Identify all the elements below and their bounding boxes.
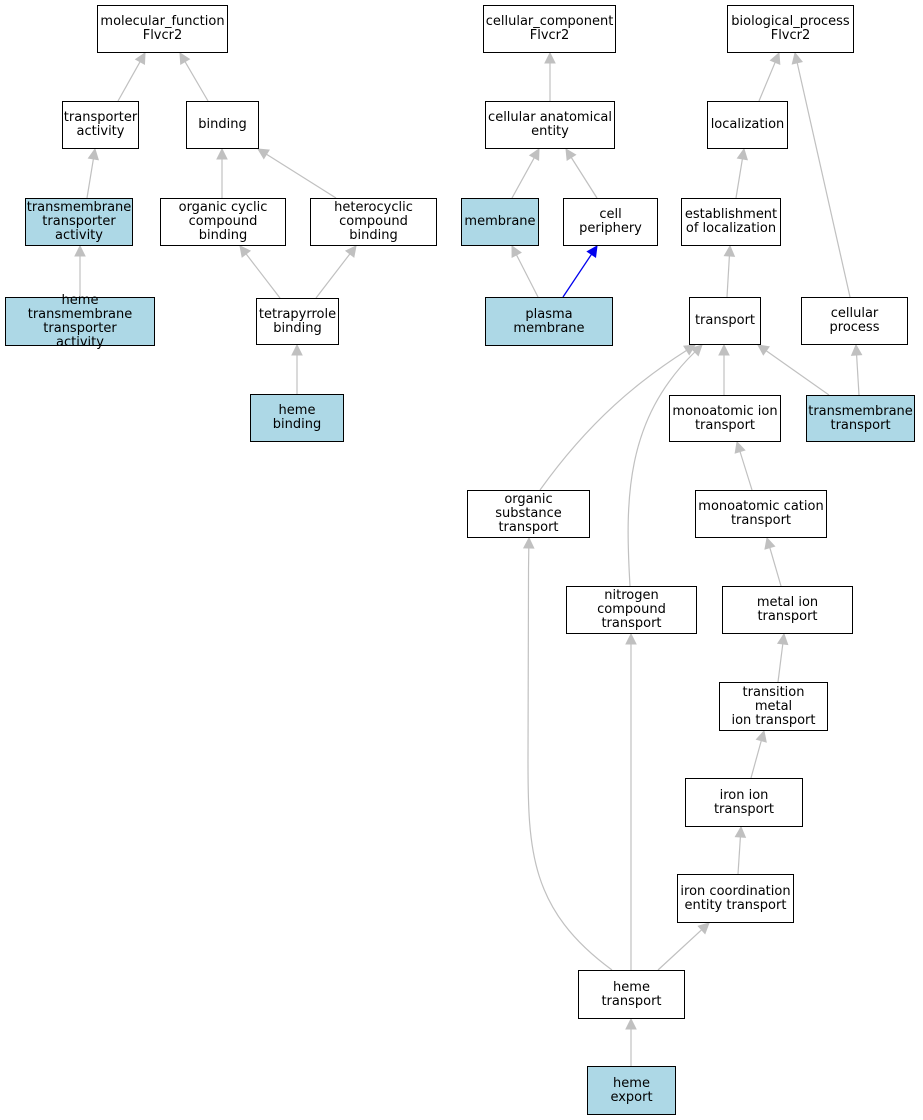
arrowhead-pm-to-cp	[586, 245, 598, 258]
arrowhead-meit-to-mct	[764, 536, 776, 550]
arrowhead-htta-to-tmta	[74, 244, 86, 257]
edge-tpb-to-occb	[245, 253, 281, 299]
edge-tr-to-eol	[726, 255, 730, 298]
arrowhead-mit-to-tr	[718, 343, 730, 356]
node-cell-periphery[interactable]: cell periphery	[563, 198, 658, 246]
node-tetrapyrrole-binding[interactable]: tetrapyrrole binding	[256, 298, 339, 345]
arrowhead-tpb-to-hccb	[344, 245, 357, 258]
node-monoatomic-cation-transport[interactable]: monoatomic cation transport	[695, 490, 827, 538]
arrowhead-tmit-to-meit	[776, 632, 789, 646]
arrowhead-occb-to-bind	[216, 147, 228, 160]
node-organic-substance-transport[interactable]: organic substance transport	[467, 490, 590, 538]
node-localization[interactable]: localization	[707, 101, 788, 149]
arrowhead-ht-to-nct	[625, 632, 637, 645]
node-heme-transmembrane-transporter-activity[interactable]: heme transmembrane transporter activity	[5, 293, 155, 349]
edge-icet-to-iit	[737, 836, 741, 875]
node-heme-export[interactable]: heme export	[587, 1066, 676, 1115]
node-transporter-activity[interactable]: transporter activity	[62, 101, 139, 149]
arrowhead-ta-to-mf	[134, 52, 146, 66]
edge-pm-to-cp	[562, 253, 593, 298]
edge-tmta-to-ta	[86, 158, 94, 199]
arrowhead-tpb-to-occb	[239, 245, 252, 258]
node-membrane[interactable]: membrane	[461, 198, 539, 246]
node-monoatomic-ion-transport[interactable]: monoatomic ion transport	[669, 395, 781, 442]
node-heterocyclic-compound-binding[interactable]: heterocyclic compound binding	[310, 198, 437, 246]
edge-bind-to-mf	[184, 61, 209, 102]
arrowhead-icet-to-iit	[734, 825, 747, 838]
node-transition-metal-ion-transport[interactable]: transition metal ion transport	[719, 682, 828, 731]
node-nitrogen-compound-transport[interactable]: nitrogen compound transport	[566, 586, 697, 634]
arrowhead-tmt-to-tr	[757, 344, 770, 356]
node-cellular-anatomical-entity[interactable]: cellular anatomical entity	[485, 101, 615, 149]
node-organic-cyclic-compound-binding[interactable]: organic cyclic compound binding	[160, 198, 286, 246]
edge-ht-to-ost	[527, 547, 613, 971]
edge-cproc-to-bp	[796, 62, 851, 298]
arrowhead-mct-to-mit	[734, 440, 746, 454]
node-plasma-membrane[interactable]: plasma membrane	[485, 297, 613, 346]
arrowhead-tmta-to-ta	[87, 147, 100, 161]
arrowhead-tmt-to-cproc	[850, 343, 863, 356]
node-cellular-component[interactable]: cellular_component Flvcr2	[483, 5, 616, 53]
arrowhead-mem-to-cae	[528, 148, 540, 162]
edge-eol-to-loc	[735, 158, 743, 199]
arrowhead-pm-to-mem	[511, 245, 522, 259]
node-biological-process[interactable]: biological_process Flvcr2	[727, 5, 854, 53]
edge-loc-to-bp	[758, 61, 776, 102]
node-transmembrane-transport[interactable]: transmembrane transport	[806, 395, 915, 442]
arrowhead-loc-to-bp	[769, 51, 781, 65]
edge-mem-to-cae	[511, 157, 535, 199]
arrowhead-ht-to-ost	[522, 536, 535, 549]
edge-pm-to-mem	[515, 254, 539, 298]
arrowhead-cp-to-cae	[565, 148, 577, 161]
node-establishment-of-localization[interactable]: establishment of localization	[681, 198, 781, 246]
edge-tpb-to-hccb	[315, 253, 351, 299]
arrowhead-ht-to-icet	[697, 922, 710, 935]
arrowhead-cproc-to-bp	[791, 51, 803, 65]
arrowhead-nct-to-tr	[690, 344, 703, 357]
arrowhead-iit-to-tmit	[755, 729, 767, 743]
edge-hccb-to-bind	[266, 153, 337, 199]
node-iron-coordination-entity-transport[interactable]: iron coordination entity transport	[677, 874, 794, 923]
node-molecular-function[interactable]: molecular_function Flvcr2	[97, 5, 228, 53]
edge-meit-to-mct	[769, 547, 782, 587]
node-binding[interactable]: binding	[186, 101, 259, 149]
node-metal-ion-transport[interactable]: metal ion transport	[722, 586, 853, 634]
edge-tmt-to-tr	[765, 350, 830, 396]
edge-cp-to-cae	[570, 157, 598, 199]
arrowhead-hb-to-tpb	[291, 343, 303, 356]
edge-iit-to-tmit	[750, 740, 762, 779]
edge-nct-to-tr	[627, 351, 696, 587]
arrowhead-hccb-to-bind	[257, 148, 270, 160]
node-cellular-process[interactable]: cellular process	[801, 297, 908, 345]
node-iron-ion-transport[interactable]: iron ion transport	[685, 778, 803, 827]
node-transmembrane-transporter-activity[interactable]: transmembrane transporter activity	[25, 198, 133, 246]
arrowhead-eol-to-loc	[736, 147, 749, 161]
node-heme-binding[interactable]: heme binding	[250, 394, 344, 442]
node-transport[interactable]: transport	[689, 297, 761, 345]
edge-ht-to-icet	[657, 929, 703, 971]
arrowhead-tr-to-eol	[723, 244, 736, 257]
node-heme-transport[interactable]: heme transport	[578, 970, 685, 1019]
arrowhead-cae-to-cc	[544, 51, 556, 64]
arrowhead-bind-to-mf	[179, 52, 191, 66]
arrowhead-he-to-ht	[625, 1017, 637, 1030]
edge-ta-to-mf	[117, 61, 141, 102]
edge-ost-to-tr	[539, 349, 687, 491]
edge-mct-to-mit	[739, 451, 753, 491]
edge-tmit-to-meit	[777, 643, 784, 683]
edge-tmt-to-cproc	[856, 354, 860, 396]
